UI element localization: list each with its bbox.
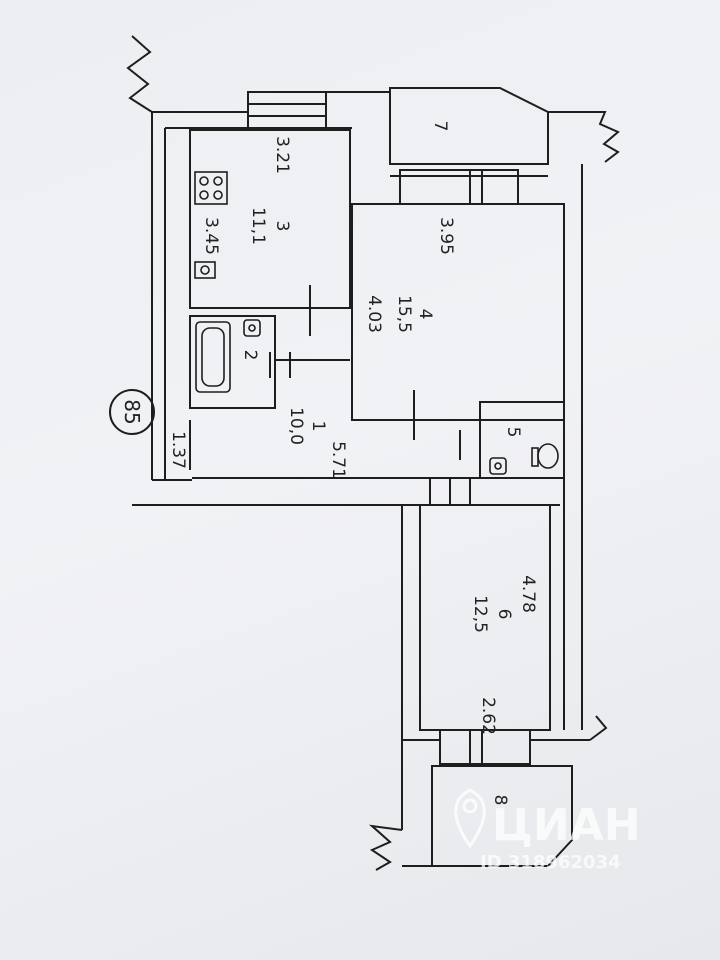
room-3-area: 11,1 bbox=[248, 207, 268, 245]
loggia-7-outline bbox=[389, 87, 549, 165]
fixtures bbox=[194, 171, 559, 475]
loggia-8-outline bbox=[431, 765, 573, 867]
room-4-area: 15,5 bbox=[394, 295, 414, 333]
room-4-dim-b: 4.03 bbox=[364, 295, 384, 333]
toilet-icon bbox=[531, 443, 559, 469]
wc-sink-icon bbox=[489, 457, 507, 475]
room-5-outline bbox=[479, 401, 565, 479]
stove-icon bbox=[194, 171, 228, 205]
washbasin-icon bbox=[243, 319, 261, 337]
room-1-area: 10,0 bbox=[286, 407, 306, 445]
break-line-bottom-right bbox=[589, 715, 608, 741]
kitchen-sink-icon bbox=[194, 261, 216, 279]
room-5-number: 5 bbox=[503, 427, 523, 438]
room-6-number: 6 bbox=[494, 609, 514, 620]
room-6-dim-a: 4.78 bbox=[518, 575, 538, 613]
room-3-dim-b: 3.45 bbox=[201, 217, 221, 255]
location-pin-icon bbox=[454, 788, 486, 849]
watermark-brand: ЦИАН bbox=[492, 800, 641, 851]
apartment-number-circle bbox=[109, 389, 155, 435]
room-4-dim-a: 3.95 bbox=[436, 217, 456, 255]
watermark-id: ID 318962034 bbox=[480, 852, 621, 873]
window-top-1 bbox=[247, 91, 327, 129]
cian-watermark: ЦИАН ID 318962034 bbox=[454, 788, 641, 873]
room-6-dim-b: 2.62 bbox=[478, 697, 498, 735]
bathtub-icon bbox=[195, 321, 231, 393]
room-1-dim-b: 1.37 bbox=[168, 431, 188, 469]
room-8-number: 8 bbox=[490, 795, 510, 806]
room-3-dim-a: 3.21 bbox=[272, 136, 292, 174]
break-line-right bbox=[572, 111, 620, 163]
room-1-number: 1 bbox=[308, 421, 328, 432]
room-6-area: 12,5 bbox=[470, 595, 490, 633]
room-4-number: 4 bbox=[415, 309, 435, 320]
apartment-number: 85 bbox=[120, 399, 144, 424]
room-2-outline bbox=[189, 315, 276, 409]
room-7-number: 7 bbox=[430, 121, 450, 132]
break-line-top bbox=[126, 35, 153, 113]
room-3-number: 3 bbox=[272, 221, 292, 232]
room-1-dim-a: 5.71 bbox=[328, 441, 348, 479]
walls bbox=[126, 35, 620, 871]
room-2-number: 2 bbox=[240, 350, 260, 361]
break-line-bottom bbox=[368, 824, 403, 871]
window-room-6 bbox=[439, 729, 531, 765]
